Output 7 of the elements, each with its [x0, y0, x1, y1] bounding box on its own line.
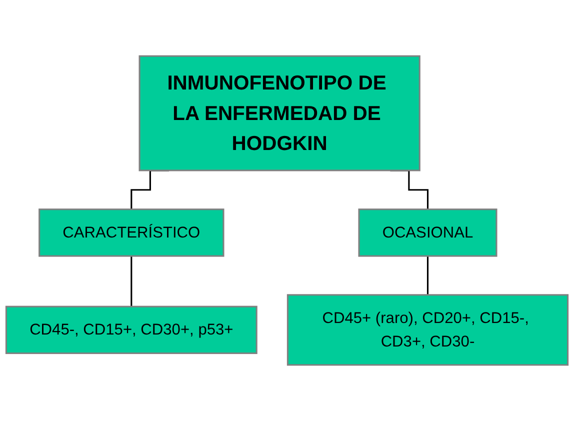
- node-box: CD45-, CD15+, CD30+, p53+: [5, 306, 258, 354]
- node-box: OCASIONAL: [358, 208, 498, 257]
- connector: [426, 255, 429, 296]
- node-box: CD45+ (raro), CD20+, CD15-, CD3+, CD30-: [286, 294, 569, 366]
- node-box: INMUNOFENOTIPO DE LA ENFERMEDAD DE HODGKIN: [138, 55, 420, 172]
- connector: [130, 255, 132, 308]
- node-box: CARACTERÍSTICO: [38, 208, 224, 257]
